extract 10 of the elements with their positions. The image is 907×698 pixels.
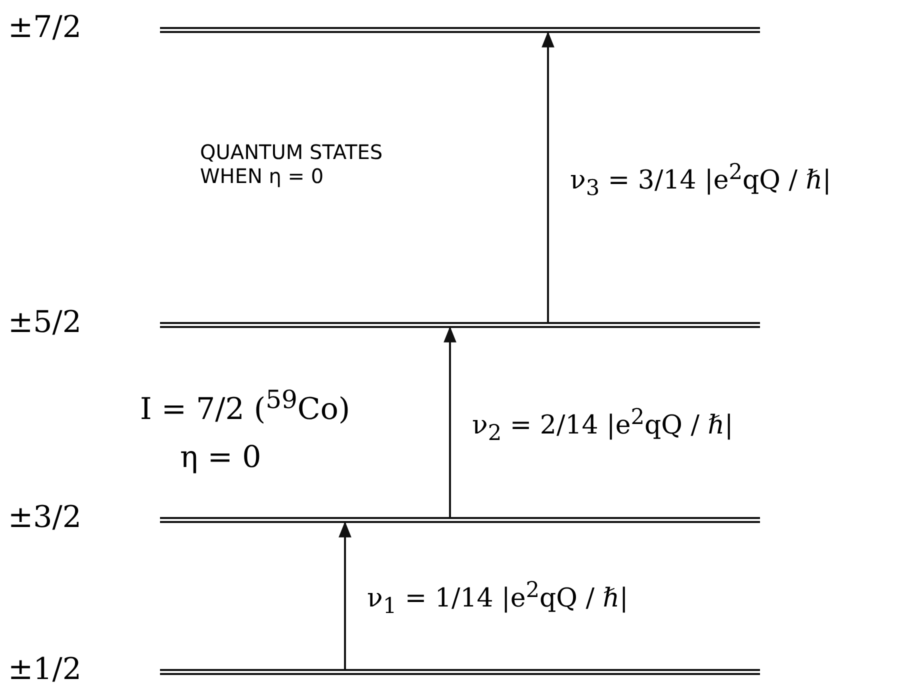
caption-text: QUANTUM STATES WHEN η = 0 bbox=[200, 140, 384, 188]
level-label: ±7/2 bbox=[8, 10, 82, 45]
transition-arrow bbox=[542, 31, 554, 322]
level-label: ±1/2 bbox=[8, 652, 82, 687]
level-label: ±5/2 bbox=[8, 305, 82, 340]
level-label: ±3/2 bbox=[8, 500, 82, 535]
annotation-text: η = 0 bbox=[180, 440, 262, 475]
transition-arrow bbox=[444, 326, 456, 517]
transition-arrow bbox=[338, 521, 352, 669]
annotation-text: I = 7/2 ($^{59}$Co) bbox=[140, 385, 350, 427]
